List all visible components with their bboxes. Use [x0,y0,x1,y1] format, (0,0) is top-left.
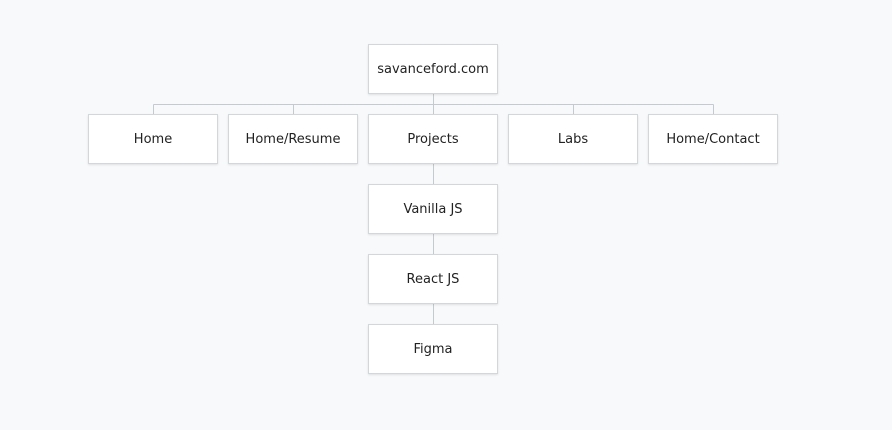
node-vanilla-js[interactable]: Vanilla JS [368,184,498,234]
node-home-resume[interactable]: Home/Resume [228,114,358,164]
node-figma[interactable]: Figma [368,324,498,374]
node-react-js[interactable]: React JS [368,254,498,304]
node-projects[interactable]: Projects [368,114,498,164]
node-home[interactable]: Home [88,114,218,164]
node-labs[interactable]: Labs [508,114,638,164]
node-root[interactable]: savanceford.com [368,44,498,94]
node-home-contact[interactable]: Home/Contact [648,114,778,164]
